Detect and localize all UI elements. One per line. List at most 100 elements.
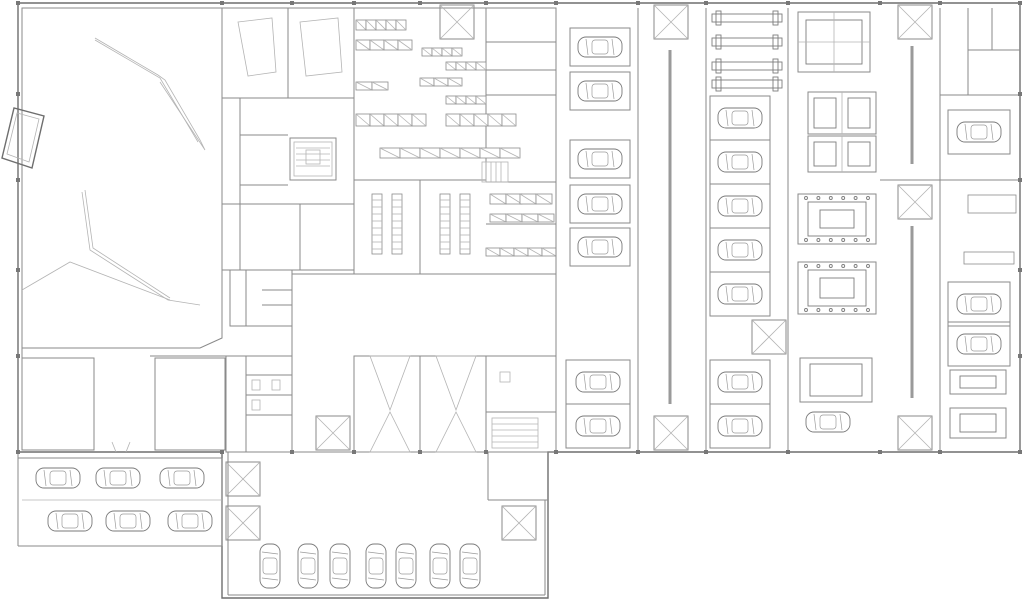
parking-space bbox=[47, 510, 93, 532]
car bbox=[297, 543, 319, 589]
column bbox=[484, 450, 488, 454]
skylight bbox=[897, 184, 933, 220]
parking-space bbox=[395, 543, 417, 589]
skylight bbox=[653, 415, 689, 451]
column bbox=[16, 92, 20, 96]
service-bay bbox=[947, 109, 1011, 155]
tire-rack bbox=[459, 193, 471, 255]
showroom bbox=[1, 7, 226, 453]
column bbox=[16, 178, 20, 182]
service-bay bbox=[947, 321, 1011, 367]
parking-space bbox=[35, 467, 81, 489]
column bbox=[352, 1, 356, 5]
skylights bbox=[225, 4, 933, 541]
shelf-row bbox=[445, 113, 517, 127]
goods-in-area bbox=[291, 273, 557, 453]
service-bay bbox=[709, 359, 771, 405]
car bbox=[159, 467, 205, 489]
column bbox=[786, 450, 790, 454]
column bbox=[1018, 1, 1022, 5]
service-bay bbox=[709, 139, 771, 185]
parking-space bbox=[167, 510, 213, 532]
car bbox=[259, 543, 281, 589]
service-bay bbox=[569, 27, 631, 67]
car bbox=[717, 371, 763, 393]
shelf-row bbox=[355, 81, 389, 91]
parking-space bbox=[259, 543, 281, 589]
car bbox=[717, 283, 763, 305]
skylight bbox=[653, 4, 689, 40]
service-bay bbox=[709, 183, 771, 229]
car bbox=[105, 510, 151, 532]
column bbox=[290, 1, 294, 5]
skylight bbox=[315, 415, 351, 451]
parking-space bbox=[459, 543, 481, 589]
parts-store bbox=[353, 7, 557, 275]
column bbox=[16, 268, 20, 272]
car bbox=[717, 195, 763, 217]
wash-bay bbox=[807, 135, 877, 173]
wash-bay bbox=[807, 91, 877, 135]
shelf-row bbox=[355, 19, 407, 31]
skylight bbox=[225, 461, 261, 497]
column bbox=[352, 450, 356, 454]
column bbox=[16, 450, 20, 454]
workbench bbox=[963, 251, 1015, 265]
workshop-hall bbox=[555, 8, 1020, 452]
car bbox=[717, 151, 763, 173]
column bbox=[1018, 92, 1022, 96]
car bbox=[575, 415, 621, 437]
service-bay bbox=[709, 95, 771, 141]
shelf-row bbox=[355, 113, 427, 127]
four-post-lift bbox=[797, 193, 877, 245]
service-bay bbox=[709, 403, 771, 449]
service-bays bbox=[565, 27, 1011, 449]
parking-space bbox=[95, 467, 141, 489]
skylight bbox=[435, 355, 477, 412]
car bbox=[395, 543, 417, 589]
column bbox=[1018, 178, 1022, 182]
tire-rack bbox=[391, 193, 403, 255]
column bbox=[554, 450, 558, 454]
car bbox=[47, 510, 93, 532]
column bbox=[878, 450, 882, 454]
car bbox=[717, 239, 763, 261]
car bbox=[577, 148, 623, 170]
column bbox=[878, 1, 882, 5]
drain-channel bbox=[910, 46, 914, 164]
parking-spaces bbox=[22, 467, 481, 589]
car bbox=[95, 467, 141, 489]
car bbox=[577, 80, 623, 102]
skylight bbox=[501, 505, 537, 541]
service-bay bbox=[569, 71, 631, 111]
skylight bbox=[225, 505, 261, 541]
column bbox=[290, 450, 294, 454]
car bbox=[167, 510, 213, 532]
skylight bbox=[897, 4, 933, 40]
two-post-lift bbox=[711, 58, 783, 74]
column bbox=[938, 450, 942, 454]
car bbox=[577, 36, 623, 58]
shelf-row bbox=[419, 77, 463, 87]
parking-space bbox=[105, 510, 151, 532]
car bbox=[35, 467, 81, 489]
diagnostic-bay bbox=[799, 357, 873, 403]
workbench bbox=[967, 194, 1017, 214]
shelf-row bbox=[519, 193, 553, 205]
shelf-row bbox=[421, 47, 463, 57]
skylight bbox=[435, 411, 477, 453]
car bbox=[429, 543, 451, 589]
column bbox=[220, 1, 224, 5]
parking-space bbox=[297, 543, 319, 589]
shelf-row bbox=[379, 147, 521, 159]
service-bay bbox=[569, 139, 631, 179]
parking-space bbox=[429, 543, 451, 589]
service-bay bbox=[565, 359, 631, 405]
diagnostic-bay bbox=[949, 369, 1007, 395]
column bbox=[1018, 450, 1022, 454]
column bbox=[16, 354, 20, 358]
column bbox=[1018, 354, 1022, 358]
stair-core-1 bbox=[293, 141, 333, 177]
